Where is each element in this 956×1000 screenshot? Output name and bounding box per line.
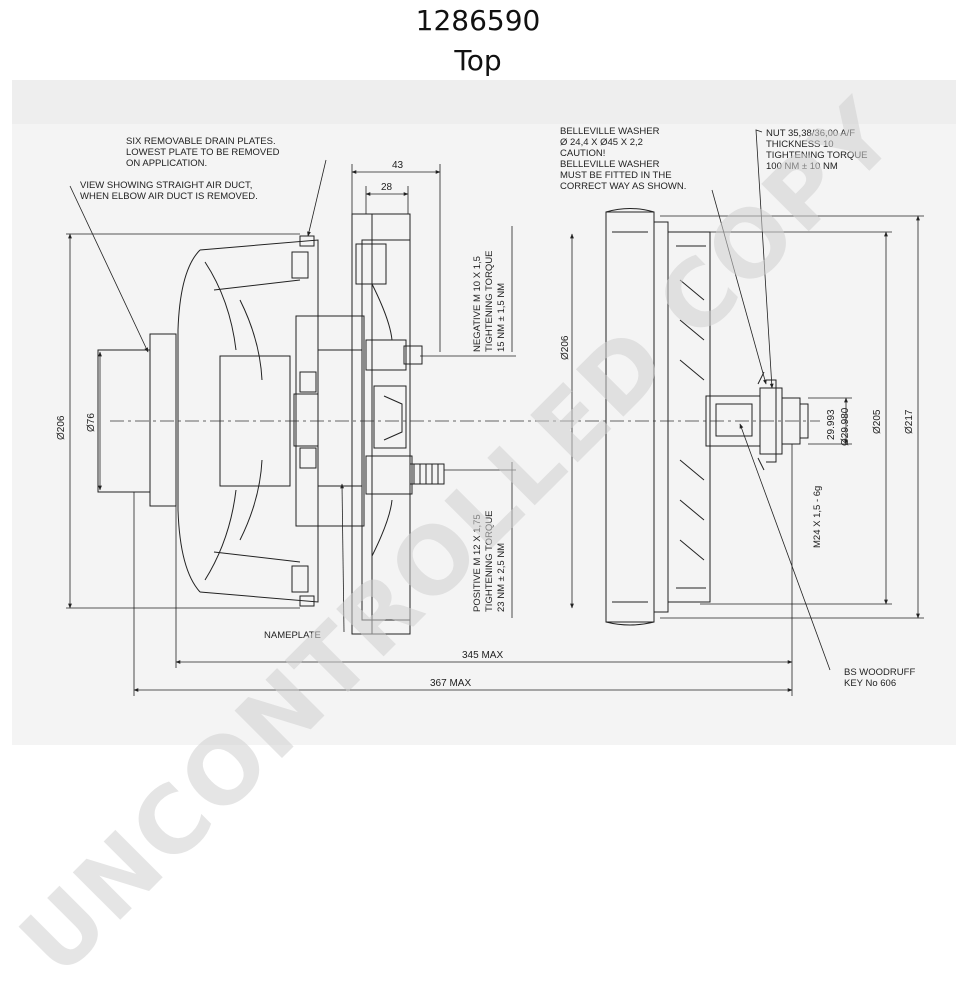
dim-length-367: 367 MAX: [430, 678, 471, 689]
dim-28: 28: [381, 182, 393, 193]
note-thread: M24 X 1,5 - 6g: [812, 486, 823, 548]
dimension-lines: [66, 129, 924, 696]
note-positive-terminal: POSITIVE M 12 X 1,75 TIGHTENING TORQUE 2…: [472, 508, 507, 612]
dim-dia206-left: Ø206: [56, 415, 67, 440]
part-number-title: 1286590: [415, 4, 541, 37]
note-negative-terminal: NEGATIVE M 10 X 1,5 TIGHTENING TORQUE 15…: [472, 248, 507, 352]
note-view-straight-duct: VIEW SHOWING STRAIGHT AIR DUCT, WHEN ELB…: [80, 180, 258, 202]
note-belleville-washer: BELLEVILLE WASHER Ø 24,4 X Ø45 X 2,2 CAU…: [560, 126, 686, 192]
drawing-sheet: [12, 80, 956, 745]
dim-shaft-min: Ø29.980: [840, 407, 851, 446]
note-nut: NUT 35,38/36,00 A/F THICKNESS 10 TIGHTEN…: [766, 128, 870, 172]
dim-dia76: Ø76: [86, 413, 97, 432]
dim-dia205: Ø205: [872, 409, 883, 434]
note-woodruff-key: BS WOODRUFF KEY No 606: [844, 667, 918, 689]
note-drain-plates: SIX REMOVABLE DRAIN PLATES. LOWEST PLATE…: [126, 136, 282, 169]
note-nameplate: NAMEPLATE: [264, 630, 321, 641]
dim-43: 43: [392, 160, 404, 171]
dim-shaft-max: 29.993: [826, 409, 837, 440]
view-title: Top: [454, 44, 502, 77]
dim-dia217: Ø217: [904, 409, 915, 434]
dim-dia206-mid: Ø206: [560, 335, 571, 360]
dim-length-345: 345 MAX: [462, 650, 503, 661]
alternator-outline: [97, 208, 809, 635]
